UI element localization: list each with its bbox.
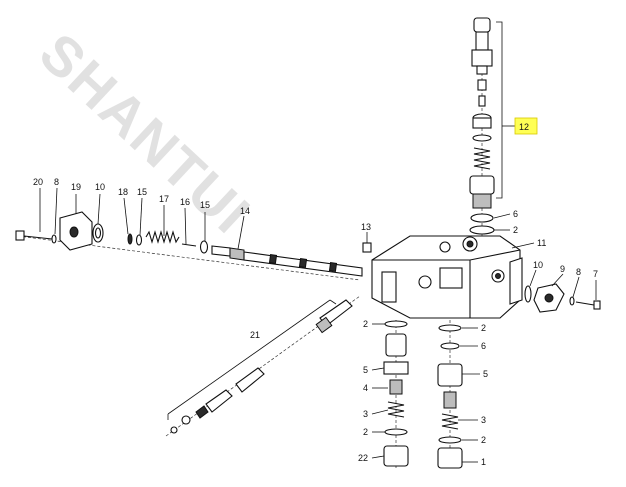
callout-1[interactable]: 1 xyxy=(481,457,486,467)
relief-valve-stack xyxy=(469,17,515,240)
callout-15-left[interactable]: 15 xyxy=(137,187,147,197)
callout-2-lower-left[interactable]: 2 xyxy=(363,427,368,437)
callout-9[interactable]: 9 xyxy=(560,264,565,274)
callout-10-left[interactable]: 10 xyxy=(95,182,105,192)
callout-labels[interactable]: 20 8 19 10 18 15 17 16 15 14 12 6 2 13 1… xyxy=(33,122,598,467)
callout-2-top[interactable]: 2 xyxy=(513,225,518,235)
callout-2-lower-left-top[interactable]: 2 xyxy=(363,319,368,329)
leader-lines xyxy=(39,187,597,463)
valve-body xyxy=(362,232,523,319)
watermark: SHANTUI xyxy=(28,21,263,246)
callout-14[interactable]: 14 xyxy=(240,206,250,216)
callout-18[interactable]: 18 xyxy=(118,187,128,197)
watermark-text: SHANTUI xyxy=(28,21,263,246)
callout-19[interactable]: 19 xyxy=(71,182,81,192)
callout-3-right[interactable]: 3 xyxy=(481,415,486,425)
callout-2-lower-right-top[interactable]: 2 xyxy=(481,323,486,333)
callout-5-left[interactable]: 5 xyxy=(363,365,368,375)
callout-7[interactable]: 7 xyxy=(593,269,598,279)
callout-2-lower-right[interactable]: 2 xyxy=(481,435,486,445)
callout-13[interactable]: 13 xyxy=(361,222,371,232)
right-cover-assembly xyxy=(524,283,601,313)
callout-8-left[interactable]: 8 xyxy=(54,177,59,187)
callout-10-right[interactable]: 10 xyxy=(533,260,543,270)
callout-12[interactable]: 12 xyxy=(519,122,529,132)
lower-spool-assembly xyxy=(165,295,361,437)
callout-5-right[interactable]: 5 xyxy=(483,369,488,379)
callout-11[interactable]: 11 xyxy=(537,238,546,248)
callout-22[interactable]: 22 xyxy=(358,453,368,463)
callout-3-left[interactable]: 3 xyxy=(363,409,368,419)
callout-6-lower[interactable]: 6 xyxy=(481,341,486,351)
callout-6-top[interactable]: 6 xyxy=(513,209,518,219)
left-spool-assembly xyxy=(15,211,363,281)
callout-17[interactable]: 17 xyxy=(159,194,169,204)
callout-21[interactable]: 21 xyxy=(250,330,260,340)
lower-right-stack xyxy=(437,320,463,470)
callout-4[interactable]: 4 xyxy=(363,383,368,393)
callout-12-highlight xyxy=(514,117,538,135)
callout-20[interactable]: 20 xyxy=(33,177,43,187)
lower-left-stack xyxy=(383,320,409,470)
callout-15-right[interactable]: 15 xyxy=(200,200,210,210)
callout-8-right[interactable]: 8 xyxy=(576,267,581,277)
callout-16[interactable]: 16 xyxy=(180,197,190,207)
